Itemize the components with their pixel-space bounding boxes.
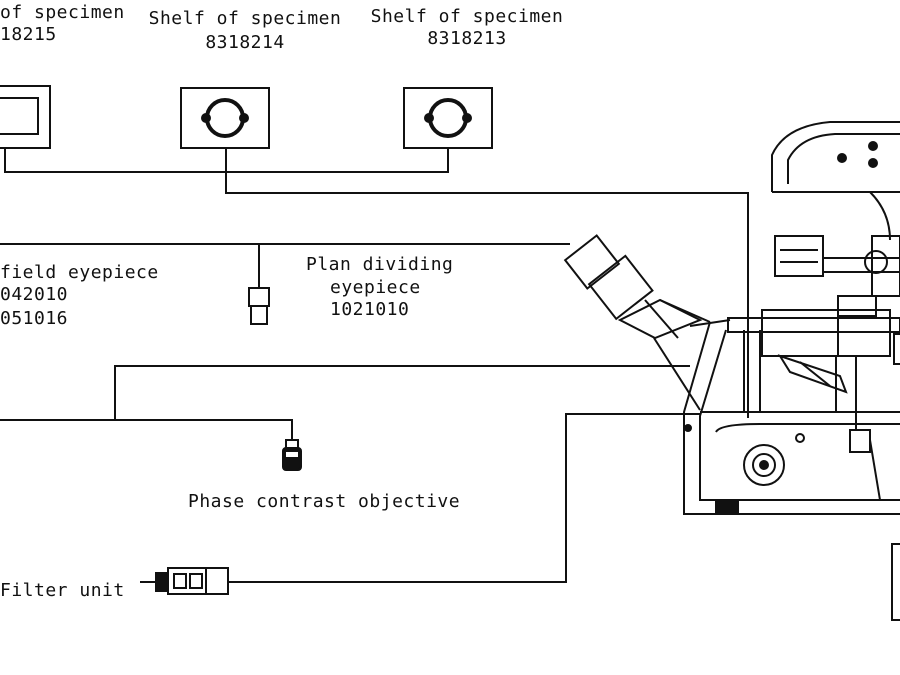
connector-shelf-mid — [226, 148, 748, 418]
plan-eyepiece-title: Plan dividing — [306, 254, 454, 275]
connector-filter — [228, 414, 700, 582]
connector-phase-objective — [0, 420, 292, 440]
phase-objective-label: Phase contrast objective — [188, 491, 461, 512]
shelf-label-8318213-code: 8318213 — [427, 28, 507, 49]
eyepiece-icon — [249, 288, 269, 324]
shelf-icon-18215 — [0, 86, 50, 148]
shelf-icon-8318213 — [404, 88, 492, 148]
filter-unit-label: Filter unit — [0, 580, 125, 601]
filter-unit-icon — [140, 568, 228, 594]
shelf-icon-8318214 — [181, 88, 269, 148]
shelf-label-18215-code: 18215 — [0, 24, 57, 45]
inverted-microscope-icon — [565, 122, 900, 620]
connector-objectives — [115, 366, 690, 420]
plan-eyepiece-subtitle: eyepiece — [330, 277, 421, 298]
phase-objective-icon — [283, 440, 301, 470]
shelf-label-18215-title: of specimen — [0, 2, 125, 23]
field-eyepiece-title: field eyepiece — [0, 262, 159, 283]
plan-eyepiece-code: 1021010 — [330, 299, 410, 320]
connector-lines — [0, 148, 748, 582]
shelf-label-8318214-code: 8318214 — [205, 32, 285, 53]
shelf-label-8318214-title: Shelf of specimen — [148, 8, 342, 29]
shelf-label-8318213-title: Shelf of specimen — [370, 6, 564, 27]
field-eyepiece-code-1: 042010 — [0, 284, 69, 305]
field-eyepiece-code-2: 051016 — [0, 308, 69, 329]
